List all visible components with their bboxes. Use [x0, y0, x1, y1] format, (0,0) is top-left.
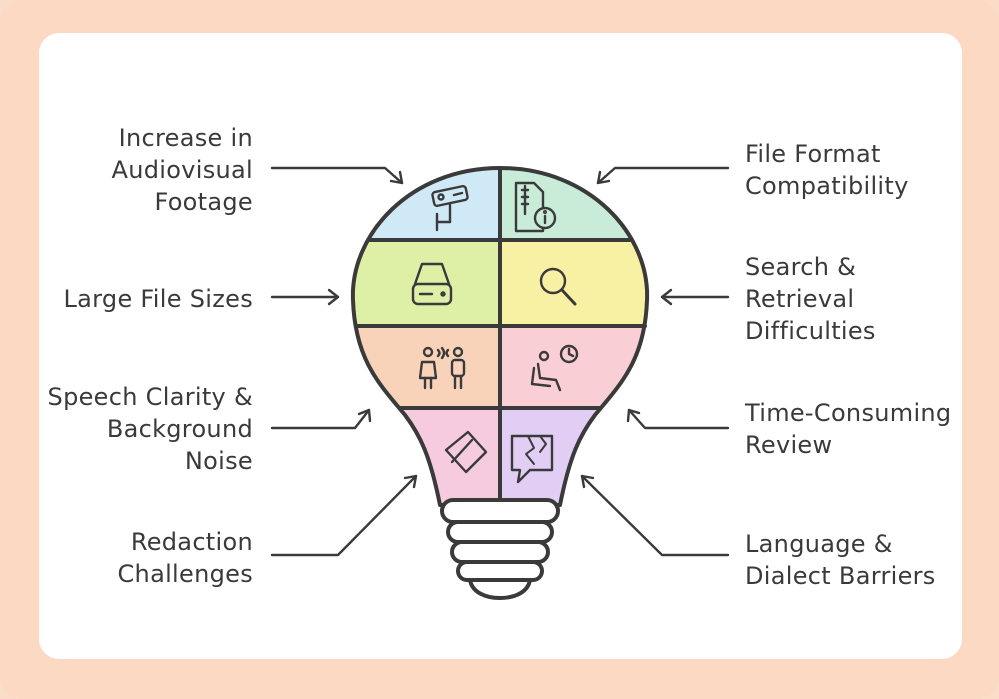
connector-arrows: [270, 166, 730, 557]
label-audiovisual-line: Increase in: [118, 124, 253, 152]
arrow-language: [580, 474, 730, 557]
label-speech: Speech Clarity & Background Noise: [48, 381, 253, 477]
label-language-line: Language &: [745, 530, 893, 558]
arrow-time: [626, 408, 730, 430]
bulb-dividers: [354, 168, 647, 507]
arrow-search: [660, 288, 730, 306]
label-audiovisual-line: Audiovisual: [111, 156, 253, 184]
segment-redaction: [352, 410, 500, 505]
label-search: Search & Retrieval Difficulties: [745, 251, 876, 347]
label-redaction: Redaction Challenges: [118, 526, 254, 590]
label-speech-line: Speech Clarity &: [47, 383, 253, 411]
label-time-line: Time-Consuming: [745, 399, 952, 427]
label-file-sizes: Large File Sizes: [63, 283, 253, 315]
arrow-redaction: [270, 474, 418, 557]
arrow-speech: [270, 408, 372, 430]
label-file-format: File Format Compatibility: [745, 138, 909, 202]
security-camera-icon: [431, 184, 469, 232]
label-time-line: Review: [745, 431, 833, 459]
label-search-line: Search &: [745, 253, 857, 281]
arrow-file-format: [596, 166, 730, 185]
hard-drive-icon: [411, 262, 453, 306]
label-language-line: Dialect Barriers: [745, 562, 936, 590]
label-redaction-line: Challenges: [117, 560, 253, 588]
label-audiovisual: Increase in Audiovisual Footage: [112, 122, 253, 218]
people-talking-icon: [418, 346, 466, 390]
magnifier-icon: [539, 267, 577, 306]
label-redaction-line: Redaction: [130, 528, 253, 556]
segment-audiovisual: [352, 168, 500, 241]
label-time: Time-Consuming Review: [745, 397, 951, 461]
label-search-line: Retrieval: [745, 285, 855, 313]
eraser-icon: [444, 430, 488, 474]
label-audiovisual-line: Footage: [154, 188, 253, 216]
label-file-sizes-line: Large File Sizes: [63, 285, 253, 313]
segment-time: [500, 328, 648, 410]
bulb-base: [440, 498, 560, 601]
zip-file-info-icon: [514, 181, 557, 233]
segment-language: [500, 410, 648, 505]
arrow-audiovisual: [270, 166, 404, 185]
label-speech-line: Background: [106, 415, 253, 443]
label-file-format-line: File Format: [745, 140, 881, 168]
label-speech-line: Noise: [184, 447, 253, 475]
arrow-file-sizes: [270, 288, 340, 306]
broken-speech-bubble-icon: [510, 434, 554, 484]
segment-search: [500, 241, 648, 328]
label-language: Language & Dialect Barriers: [745, 528, 936, 592]
label-search-line: Difficulties: [745, 317, 876, 345]
person-waiting-clock-icon: [530, 344, 579, 392]
label-file-format-line: Compatibility: [745, 172, 909, 200]
